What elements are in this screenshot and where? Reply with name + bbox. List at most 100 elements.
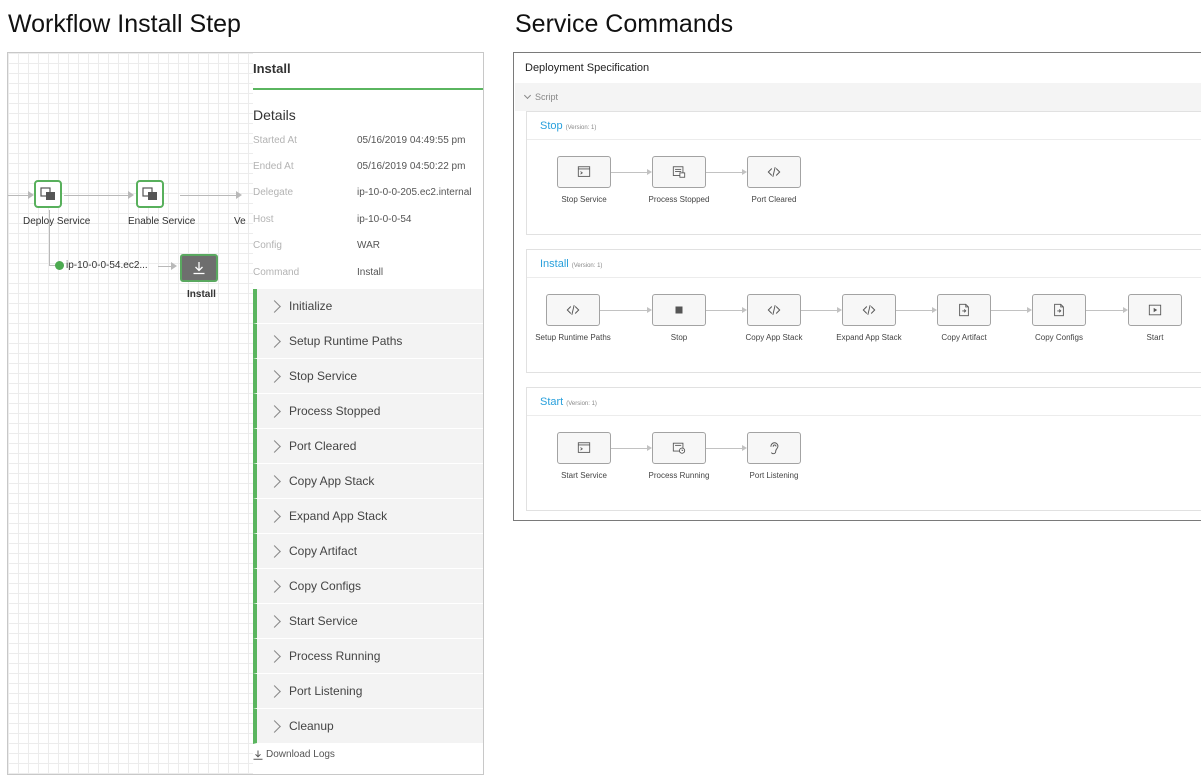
deployment-spec-panel: Deployment Specification Script Stop(Ver… (513, 52, 1201, 521)
section-header: Stop(Version: 1) (527, 112, 1201, 140)
download-logs-label: Download Logs (266, 749, 335, 760)
chevron-right-icon (268, 439, 281, 453)
command-arrow (647, 445, 652, 451)
detail-value: ip-10-0-0-205.ec2.internal (357, 187, 472, 198)
command-arrow (647, 169, 652, 175)
command-port-listening[interactable] (747, 432, 801, 464)
install-node[interactable] (180, 254, 218, 282)
script-toggle[interactable]: Script (523, 91, 558, 102)
download-icon (253, 750, 263, 760)
step-copy-app-stack[interactable]: Copy App Stack (253, 464, 483, 499)
download-logs-link[interactable]: Download Logs (253, 749, 335, 760)
service-commands-heading: Service Commands (515, 10, 734, 38)
script-section-header[interactable]: Script (515, 83, 1201, 111)
instance-label[interactable]: ip-10-0-0-54.ec2... (66, 260, 148, 271)
command-connector (1086, 310, 1123, 311)
command-copy-app-stack[interactable] (747, 294, 801, 326)
step-label: Process Running (289, 649, 381, 663)
file-copy-icon (1054, 303, 1064, 317)
detail-row-command: Command Install (253, 267, 483, 283)
step-setup-runtime-paths[interactable]: Setup Runtime Paths (253, 324, 483, 359)
section-header: Start(Version: 1) (527, 388, 1201, 416)
detail-key: Host (253, 214, 274, 225)
command-stop-service[interactable] (557, 156, 611, 188)
command-label: Port Cleared (751, 195, 797, 204)
workflow-canvas[interactable]: Deploy Service Enable Service Ve ip-10-0… (8, 53, 253, 774)
command-setup-runtime-paths[interactable] (546, 294, 600, 326)
command-port-cleared[interactable] (747, 156, 801, 188)
deploy-service-node[interactable] (34, 180, 62, 208)
step-copy-configs[interactable]: Copy Configs (253, 569, 483, 604)
detail-row-config: Config WAR (253, 240, 483, 256)
section-name[interactable]: Stop(Version: 1) (540, 120, 597, 132)
code-icon (767, 305, 781, 315)
chevron-right-icon (268, 334, 281, 348)
ear-icon (770, 442, 779, 455)
step-start-service[interactable]: Start Service (253, 604, 483, 639)
command-process-running[interactable] (652, 432, 706, 464)
section-version: (Version: 1) (565, 125, 597, 131)
detail-row-host: Host ip-10-0-0-54 (253, 214, 483, 230)
section-version: (Version: 1) (566, 401, 597, 407)
step-label: Copy Configs (289, 579, 362, 593)
section-name[interactable]: Start(Version: 1) (540, 396, 597, 408)
details-title: Install (253, 61, 291, 76)
chevron-right-icon (268, 474, 281, 488)
command-copy-artifact[interactable] (937, 294, 991, 326)
command-label: Copy App Stack (745, 333, 803, 342)
detail-row-ended-at: Ended At 05/16/2019 04:50:22 pm (253, 161, 483, 177)
command-process-stopped[interactable] (652, 156, 706, 188)
chevron-right-icon (268, 544, 281, 558)
command-arrow (647, 307, 652, 313)
chevron-right-icon (268, 579, 281, 593)
file-copy-icon (959, 303, 969, 317)
workflow-arrow (128, 191, 134, 199)
section-header: Install(Version: 1) (527, 250, 1201, 278)
step-process-stopped[interactable]: Process Stopped (253, 394, 483, 429)
command-start[interactable] (1128, 294, 1182, 326)
chevron-down-icon (523, 91, 532, 100)
detail-key: Started At (253, 135, 297, 146)
process-icon (672, 166, 686, 178)
section-name[interactable]: Install(Version: 1) (540, 258, 603, 270)
step-label: Port Cleared (289, 439, 357, 453)
chevron-right-icon (268, 614, 281, 628)
command-expand-app-stack[interactable] (842, 294, 896, 326)
step-label: Expand App Stack (289, 509, 388, 523)
command-stop[interactable] (652, 294, 706, 326)
workflow-connector (180, 195, 236, 196)
step-copy-artifact[interactable]: Copy Artifact (253, 534, 483, 569)
code-icon (767, 167, 781, 177)
detail-value: 05/16/2019 04:50:22 pm (357, 161, 466, 172)
step-label: Copy App Stack (289, 474, 375, 488)
step-cleanup[interactable]: Cleanup (253, 709, 483, 744)
command-connector (896, 310, 932, 311)
command-label: Process Running (648, 471, 710, 480)
command-connector (706, 310, 742, 311)
command-start-service[interactable] (557, 432, 611, 464)
spec-title: Deployment Specification (525, 62, 650, 74)
command-label: Expand App Stack (836, 333, 902, 342)
command-label: Stop Service (561, 195, 607, 204)
command-arrow (837, 307, 842, 313)
command-connector (991, 310, 1027, 311)
step-stop-service[interactable]: Stop Service (253, 359, 483, 394)
step-initialize[interactable]: Initialize (253, 289, 483, 324)
command-copy-configs[interactable] (1032, 294, 1086, 326)
detail-key: Delegate (253, 187, 294, 198)
detail-key: Config (253, 240, 282, 251)
step-process-running[interactable]: Process Running (253, 639, 483, 674)
detail-key: Command (253, 267, 300, 278)
command-arrow (1027, 307, 1032, 313)
command-label: Copy Artifact (941, 333, 987, 342)
command-label: Copy Configs (1034, 333, 1084, 342)
step-label: Start Service (289, 614, 358, 628)
command-connector (801, 310, 837, 311)
step-expand-app-stack[interactable]: Expand App Stack (253, 499, 483, 534)
command-arrow (1123, 307, 1128, 313)
enable-service-node[interactable] (136, 180, 164, 208)
step-port-listening[interactable]: Port Listening (253, 674, 483, 709)
step-port-cleared[interactable]: Port Cleared (253, 429, 483, 464)
